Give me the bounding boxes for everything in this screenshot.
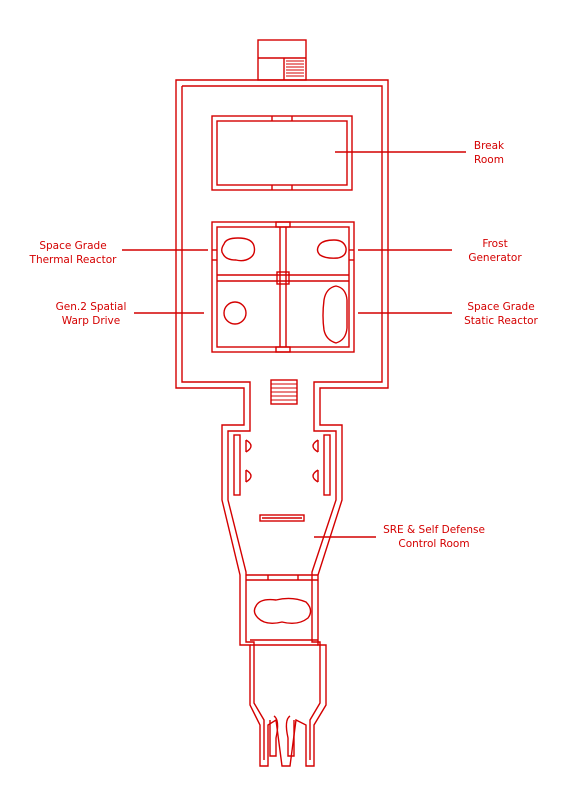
lower-bay-unit bbox=[253, 597, 312, 625]
main-hull-outer-wall bbox=[175, 79, 389, 767]
frost-generator-unit bbox=[316, 239, 347, 259]
break-room-walls bbox=[211, 115, 353, 191]
control-room-walls bbox=[233, 434, 331, 522]
thermal-reactor-unit bbox=[221, 237, 256, 262]
reactor-block-walls bbox=[211, 221, 355, 353]
corridor-hatch bbox=[270, 379, 298, 405]
top-hatch bbox=[257, 39, 307, 81]
leader-lines bbox=[122, 151, 466, 538]
lower-bay-walls bbox=[246, 574, 318, 646]
rear-fins bbox=[269, 715, 295, 757]
main-hull-inner-wall bbox=[181, 85, 383, 760]
static-reactor-unit bbox=[322, 285, 348, 344]
warp-drive-unit bbox=[223, 301, 247, 325]
